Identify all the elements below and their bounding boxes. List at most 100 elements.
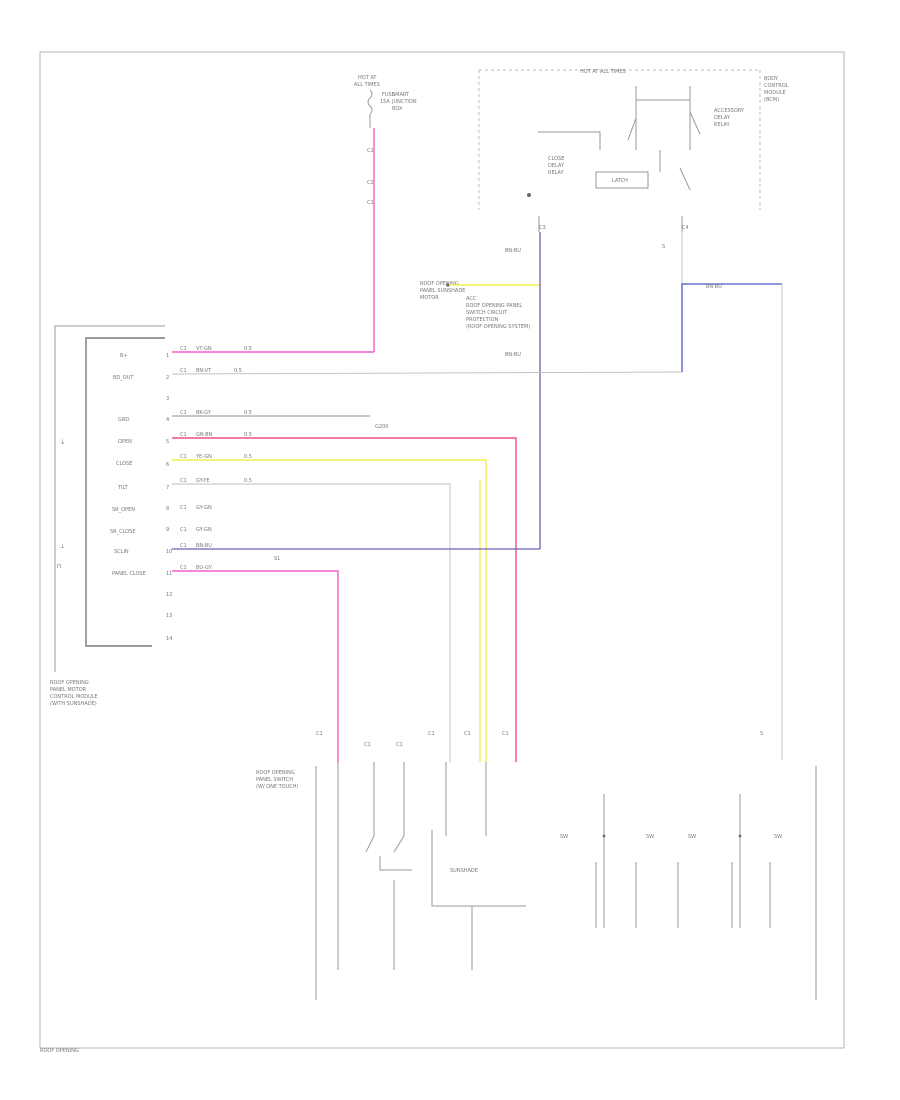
svg-text:15A: 15A (380, 99, 390, 105)
svg-text:⊓: ⊓ (57, 564, 61, 570)
wire-sclin-color: BN-BU (196, 543, 212, 549)
wire-sr-open-circuit: C1 (180, 505, 187, 511)
svg-text:BN-BU: BN-BU (706, 284, 722, 290)
svg-text:SMART: SMART (392, 92, 410, 98)
roof-panel-control-module: ⏚ ⊥ ⊓ (54, 325, 165, 672)
svg-text:10: 10 (166, 549, 172, 555)
svg-text:2: 2 (166, 375, 169, 381)
wire-sr-close-color: GY-GN (196, 527, 212, 533)
footer-code: ROOF OPENING (40, 1048, 79, 1054)
wire-bd-out-circuit: C1 (180, 368, 187, 374)
svg-text:5: 5 (166, 439, 169, 445)
wire-open-color: GN-BN (196, 432, 213, 438)
pin-label-sclin: SCLIN (114, 549, 129, 555)
svg-text:SW: SW (646, 834, 654, 840)
pin-label-close: CLOSE (116, 461, 132, 467)
svg-text:PANEL SWITCH: PANEL SWITCH (256, 777, 293, 783)
svg-text:ROOF OPENING: ROOF OPENING (256, 770, 295, 776)
svg-text:SW: SW (774, 834, 782, 840)
svg-text:JUNCTION: JUNCTION (391, 99, 417, 105)
svg-text:ROOF OPENING: ROOF OPENING (50, 680, 89, 686)
wire-close-size: 0.5 (244, 454, 252, 460)
svg-text:RELAY: RELAY (714, 122, 731, 128)
svg-text:MODULE: MODULE (764, 90, 786, 96)
wire-blue-bus (681, 283, 782, 372)
pin-numbers: 1 2 3 4 5 6 7 8 9 10 11 12 13 14 (166, 353, 172, 642)
svg-text:ROOF OPENING: ROOF OPENING (420, 281, 459, 287)
svg-text:C1: C1 (464, 731, 471, 737)
module-pin-labels: B+ BD_OUT GND OPEN CLOSE TILT SR_OPEN SR… (110, 353, 146, 577)
wire-gnd-circuit: C1 (180, 410, 187, 416)
svg-text:C1: C1 (502, 731, 509, 737)
wire-gnd-color: BK-GY (196, 410, 212, 416)
diagram-border (39, 51, 845, 1049)
wire-sclin-circuit: C1 (180, 543, 187, 549)
svg-text:SWITCH CIRCUIT: SWITCH CIRCUIT (466, 310, 508, 316)
svg-text:SW: SW (688, 834, 696, 840)
pin-label-sr-close: SR_CLOSE (110, 529, 136, 535)
sunshade-motor-sensor: ROOF OPENING PANEL SUNSHADE MOTOR ACC RO… (420, 281, 530, 330)
svg-text:6: 6 (166, 462, 169, 468)
wire-bd-out (171, 371, 683, 375)
wire-b-plus-size: 0.5 (244, 346, 252, 352)
pin-label-tilt: TILT (117, 485, 129, 491)
wire-close-circuit: C1 (180, 454, 187, 460)
svg-text:LATCH: LATCH (612, 178, 628, 184)
svg-text:DELAY: DELAY (548, 163, 565, 169)
svg-text:13: 13 (166, 613, 172, 619)
svg-text:ALL TIMES: ALL TIMES (354, 82, 380, 88)
svg-text:BODY: BODY (764, 76, 779, 82)
svg-text:CLOSE: CLOSE (548, 156, 564, 162)
svg-text:C1: C1 (396, 742, 403, 748)
svg-text:C1: C1 (367, 148, 374, 154)
svg-text:C4: C4 (682, 225, 689, 231)
svg-text:DELAY: DELAY (714, 115, 731, 121)
wire-bd-out-color: BN-VT (196, 368, 212, 374)
svg-text:SW: SW (560, 834, 568, 840)
pin-label-bd-out: BD_OUT (113, 375, 134, 381)
svg-text:⊥: ⊥ (60, 544, 65, 550)
pin-label-sr-open: SR_OPEN (112, 507, 135, 513)
svg-text:S: S (760, 731, 763, 737)
wire-tilt-circuit: C1 (180, 478, 187, 484)
svg-text:(W/ ONE TOUCH): (W/ ONE TOUCH) (256, 784, 298, 790)
relay-box: HOT AT ALL TIMES BODY CONTROL MODULE (BC… (478, 69, 789, 232)
pin-label-b-plus: B+ (120, 353, 128, 359)
svg-text:FUSE: FUSE (382, 92, 395, 98)
svg-text:ACCESSORY: ACCESSORY (714, 108, 745, 114)
svg-text:12: 12 (166, 592, 172, 598)
svg-text:⏚: ⏚ (60, 439, 66, 446)
wire-sr-open-color: GY-GN (196, 505, 212, 511)
svg-text:HOT AT ALL TIMES: HOT AT ALL TIMES (580, 69, 626, 75)
wire-sr-close-circuit: C1 (180, 527, 187, 533)
fuse-block: HOT AT ALL TIMES FUSE 15A SMART JUNCTION… (354, 75, 417, 206)
svg-text:BN-BU: BN-BU (505, 248, 521, 254)
wire-tilt (172, 483, 451, 762)
svg-text:(BCM): (BCM) (764, 97, 779, 103)
wire-open (172, 437, 517, 762)
wire-panel-close-circuit: C1 (180, 565, 187, 571)
svg-text:14: 14 (166, 636, 172, 642)
wire-b-plus-color: VT-GN (196, 346, 212, 352)
svg-text:CONTROL MODULE: CONTROL MODULE (50, 694, 98, 700)
svg-text:HOT AT: HOT AT (358, 75, 377, 81)
svg-text:PANEL SUNSHADE: PANEL SUNSHADE (420, 288, 465, 294)
wire-open-circuit: C1 (180, 432, 187, 438)
wire-b-plus-circuit: C1 (180, 346, 187, 352)
svg-text:S: S (662, 244, 665, 250)
svg-text:ACC: ACC (466, 296, 477, 302)
svg-text:8: 8 (166, 506, 169, 512)
wire-close (172, 459, 487, 762)
svg-text:ROOF OPENING PANEL: ROOF OPENING PANEL (466, 303, 522, 309)
svg-text:C3: C3 (539, 225, 546, 231)
svg-text:1: 1 (166, 353, 169, 359)
wire-panel-close (172, 570, 339, 762)
svg-text:BN-BU: BN-BU (505, 352, 521, 358)
svg-text:(WITH SUNSHADE): (WITH SUNSHADE) (50, 701, 97, 707)
pin-label-open: OPEN (118, 439, 132, 445)
svg-text:RELAY: RELAY (548, 170, 565, 176)
svg-text:C1: C1 (364, 742, 371, 748)
wire-close-color: YE-GN (195, 454, 212, 460)
svg-text:C1: C1 (428, 731, 435, 737)
svg-text:C1: C1 (367, 200, 374, 206)
